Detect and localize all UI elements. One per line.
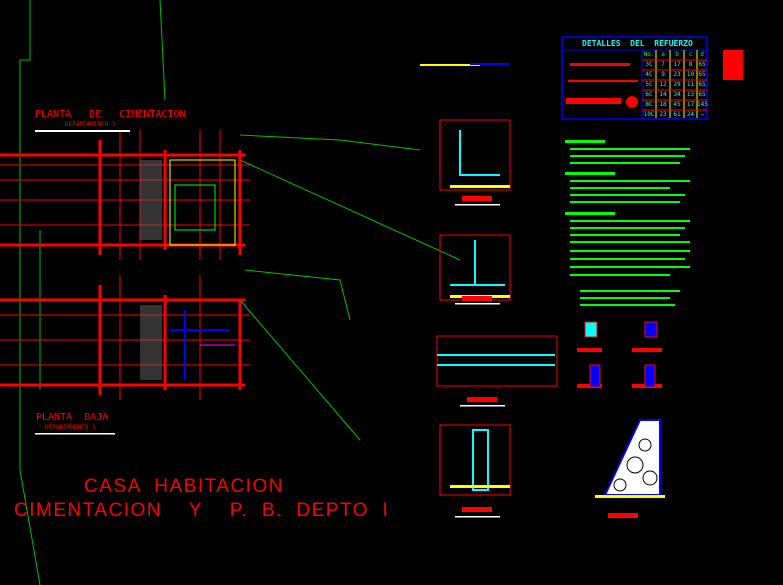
ground-floor-plan bbox=[0, 275, 250, 400]
rebar-table-cell: 8 bbox=[688, 61, 693, 68]
rebar-table-cell: 65 bbox=[698, 61, 706, 68]
rebar-table-cell: 11 bbox=[686, 81, 695, 88]
ground-floor-plan-subtitle: DEPARTAMENTO 1 bbox=[45, 424, 96, 431]
ground-floor-plan-title: PLANTA BAJA bbox=[36, 412, 109, 423]
rebar-table-header: c bbox=[688, 51, 693, 58]
stone-wall-detail bbox=[595, 419, 665, 498]
rebar-table-cell: 4C bbox=[645, 71, 653, 78]
rebar-table-cell: 8C bbox=[645, 101, 653, 108]
rebar-table-cell: 3C bbox=[645, 61, 653, 68]
title-line-1: CASA HABITACION bbox=[84, 476, 284, 497]
rebar-table-cell: 23 bbox=[673, 71, 681, 78]
rebar-table-cell: — bbox=[700, 111, 704, 118]
general-notes bbox=[565, 140, 690, 306]
rebar-table-cell: 10 bbox=[686, 71, 695, 78]
rebar-table-title: DETALLES DEL REFUERZO bbox=[582, 39, 693, 48]
section-details bbox=[436, 119, 662, 518]
rebar-table-cell: 23 bbox=[659, 111, 667, 118]
rebar-table-cell: 17 bbox=[686, 101, 695, 108]
rebar-table-cell: 12 bbox=[659, 81, 667, 88]
rebar-table-cell: 14 bbox=[659, 91, 667, 98]
foundation-plan bbox=[0, 130, 250, 260]
rebar-table-cell: 65 bbox=[698, 81, 706, 88]
rebar-table-cell: 13 bbox=[686, 91, 695, 98]
rebar-table-cell: 34 bbox=[673, 91, 681, 98]
rebar-table-cell: 7 bbox=[661, 61, 665, 68]
rebar-table-cell: 29 bbox=[673, 81, 681, 88]
rebar-table-cell: 145 bbox=[697, 101, 708, 108]
rebar-table-header: d bbox=[700, 51, 704, 58]
rebar-table-header: a bbox=[661, 51, 665, 58]
foundation-plan-title: PLANTA DE CIMENTACION bbox=[35, 109, 186, 120]
title-line-2: CIMENTACION Y P. B. DEPTO I bbox=[14, 500, 390, 521]
rebar-table-cell: 6C bbox=[645, 91, 653, 98]
column-details bbox=[584, 321, 658, 388]
site-boundary bbox=[19, 0, 461, 585]
rebar-table-cell: 18 bbox=[659, 101, 667, 108]
rebar-table-cell: 24 bbox=[686, 111, 695, 118]
rebar-table-row: 3C 7 17 8 65 bbox=[642, 60, 707, 70]
rebar-table-cell: 61 bbox=[673, 111, 681, 118]
rebar-table-cell: 17 bbox=[673, 61, 681, 68]
section-labels bbox=[462, 50, 743, 201]
rebar-table-cell: 45 bbox=[673, 101, 681, 108]
rebar-table-cell: 65 bbox=[698, 91, 706, 98]
rebar-table-cell: 5C bbox=[645, 81, 653, 88]
rebar-table-header: No. bbox=[643, 51, 655, 58]
foundation-plan-subtitle: DEPARTAMENTO 1 bbox=[65, 121, 116, 128]
rebar-table-cell: 65 bbox=[698, 71, 706, 78]
rebar-table-header: b bbox=[675, 51, 679, 58]
rebar-table-cell: 9 bbox=[661, 71, 665, 78]
rebar-table-cell: 10C bbox=[643, 111, 655, 118]
rebar-table-row: 10C 23 61 24 — bbox=[642, 110, 707, 120]
rebar-table bbox=[561, 36, 708, 120]
